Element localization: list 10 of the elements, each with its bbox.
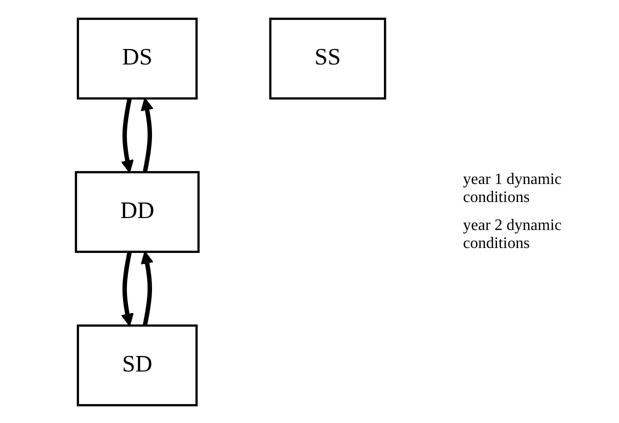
note-label: year 2 dynamic conditions (463, 216, 563, 252)
arrow (140, 250, 154, 326)
arrow (120, 98, 134, 172)
node-box: SS (269, 17, 386, 100)
note-label: year 1 dynamic conditions (463, 170, 563, 206)
node-box: DS (76, 17, 198, 100)
node-box: SD (76, 324, 198, 406)
arrow (140, 97, 154, 172)
arrow (120, 250, 134, 326)
node-box: DD (74, 170, 200, 252)
